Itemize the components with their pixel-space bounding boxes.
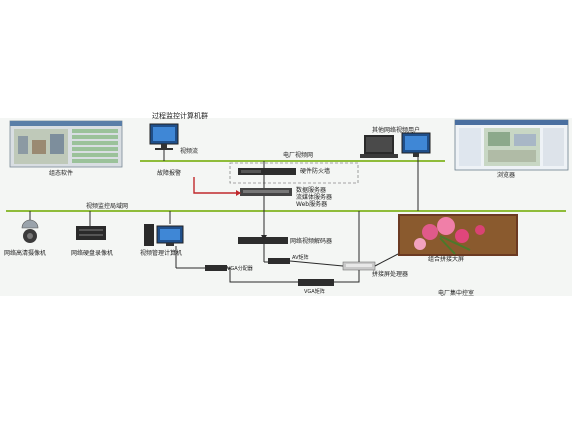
hd-camera [21,211,39,243]
label-video-stream: 视频流 [180,148,199,155]
label-network-decoder: 网络视频解码器 [290,238,333,245]
label-video-mgmt-pc: 视频管理计算机 [140,250,183,257]
nvr-device [76,211,106,240]
video-wall [398,214,518,256]
label-splice-processor: 拼接屏处理器 [372,271,409,278]
av-matrix-device [268,258,290,264]
label-server-stack: 数据服务器 流媒体服务器 Web服务器 [296,187,333,208]
video-mgmt-pc [144,224,184,246]
label-vga-matrix: VGA矩阵 [304,289,325,295]
decoder-device [238,237,288,244]
process-monitor-pc [149,123,179,150]
wiring [163,150,419,283]
vga-splitter-device [205,265,227,271]
config-software-screenshot [9,120,123,168]
firewall-device [238,168,296,175]
vga-matrix-device [298,279,334,286]
label-av-matrix: AV矩阵 [292,255,309,261]
label-vga-splitter: VGA分配器 [227,266,253,272]
label-control-room: 电厂集中控室 [438,290,475,297]
firewall-box [229,162,359,184]
label-config-software: 组态软件 [49,170,74,177]
label-surveillance-top: 过程监控计算机群 [152,112,208,120]
label-remote-users: 其他网络视频用户 [372,127,421,134]
label-video-network: 视频监控局域网 [86,203,129,210]
label-power-network: 电厂视频网 [283,152,314,159]
label-nvr: 网络硬盘录像机 [71,250,114,257]
remote-user-pc [360,132,431,158]
label-browser: 浏览器 [497,172,516,179]
label-fault-alarm: 故障报警 [157,170,182,177]
label-hd-camera: 网络高清摄像机 [4,250,47,257]
label-hardware-firewall: 硬件防火墙 [300,168,331,175]
label-video-wall: 组合拼接大屏 [428,256,465,263]
browser-screenshot [454,119,569,171]
alarm-line [193,177,240,194]
